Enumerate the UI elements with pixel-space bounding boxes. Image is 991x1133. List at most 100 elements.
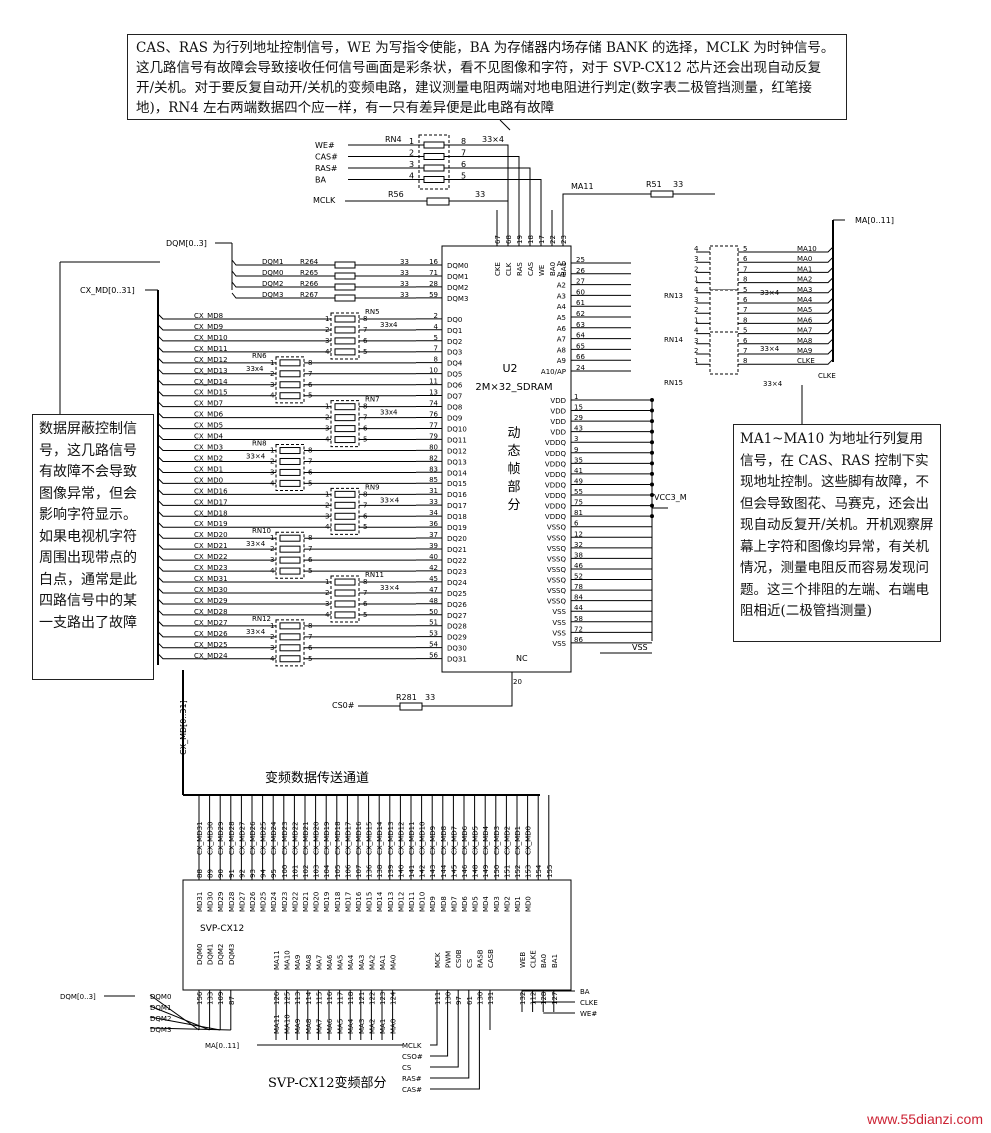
addr-wire (696, 338, 834, 345)
addr-rn-pin: 2 (694, 265, 698, 273)
data-signal-label: CX_MD16 (194, 487, 228, 495)
md-pin-number: 90 (217, 869, 225, 878)
md-pin-signal: MD17 (344, 892, 352, 912)
data-rn-pin: 3 (325, 425, 329, 433)
power-pin-signal: VSSQ (547, 577, 567, 585)
data-signal-label: CX_MD19 (194, 520, 228, 528)
data-rn-name: RN9 (365, 483, 380, 491)
left-pin-number: 5 (434, 334, 438, 342)
power-pin-signal: VDD (550, 397, 566, 405)
left-pin-number: 39 (429, 542, 438, 550)
data-rn-name: RN8 (252, 440, 267, 448)
md-pin-signal: MD1 (514, 896, 522, 912)
data-signal-label: CX_MD8 (194, 312, 223, 320)
data-rn-pin: 5 (363, 611, 367, 619)
data-signal-label: CX_MD4 (194, 433, 224, 441)
md-pin-net: CX_MD30 (207, 821, 215, 855)
left-pin-signal: DQ18 (447, 513, 467, 521)
rn14-value: 33×4 (760, 345, 780, 353)
power-pin-number: 81 (574, 509, 583, 517)
svp-dqm-signal: DQM1 (207, 944, 215, 965)
data-wire (157, 653, 416, 660)
dqm-resistor-name: R267 (300, 291, 318, 299)
addr-rn-pin: 6 (743, 337, 748, 345)
left-pin-signal: DQ15 (447, 480, 467, 488)
data-signal-label: CX_MD0 (194, 476, 223, 484)
data-rn-pin: 2 (325, 326, 329, 334)
power-pin-number: 1 (574, 393, 578, 401)
data-rn-pin: 1 (270, 534, 274, 542)
svp-ma-signal: MA9 (294, 955, 302, 970)
md-pin-number: 142 (419, 865, 427, 878)
svp-dqm-out-label: DQM1 (150, 1004, 171, 1012)
md-pin-net: CX_MD12 (397, 821, 405, 855)
svp-misc-out-label: BA (580, 988, 590, 996)
left-pin-signal: DQM2 (447, 284, 468, 292)
data-rn-pin: 3 (270, 381, 274, 389)
md-pin-net: CX_MD9 (429, 826, 437, 855)
data-signal-label: CX_MD22 (194, 553, 228, 561)
data-signal-label: CX_MD17 (194, 498, 228, 506)
left-pin-number: 48 (429, 597, 438, 605)
addr-pin-number: 24 (576, 364, 585, 372)
svp-ma-signal: MA10 (284, 950, 292, 970)
rn4-resistor (423, 164, 445, 172)
addr-pin-number: 66 (576, 353, 585, 361)
data-rn-pin: 7 (363, 326, 367, 334)
rn4-pin-number: 1 (409, 137, 414, 146)
addr-rn-pin: 8 (743, 276, 747, 284)
power-pin-signal: VDD (550, 408, 566, 416)
power-pin-signal: VDDQ (545, 503, 567, 511)
data-rn-pin: 4 (270, 567, 275, 575)
left-pin-signal: DQ17 (447, 502, 467, 510)
power-pin-number: 3 (574, 435, 578, 443)
svp-ma-out-label: MA7 (315, 1019, 323, 1034)
left-pin-number: 34 (429, 509, 438, 517)
power-pin-signal: VSSQ (547, 598, 567, 606)
md-pin-net: CX_MD20 (313, 821, 321, 855)
data-rn-pin: 3 (325, 600, 329, 608)
left-pin-number: 85 (429, 476, 438, 484)
rn4-pin-number: 6 (461, 160, 466, 169)
note-dqm-signals: 数据屏蔽控制信号，这几路信号有故障不会导致图像异常，但会影响字符显示。如果电视机… (32, 414, 154, 680)
rn4-pin-number: 8 (461, 137, 466, 146)
data-rn-name: RN10 (252, 527, 271, 535)
data-rn-resistor (279, 545, 301, 553)
md-pin-number: 141 (408, 865, 416, 878)
svp-ma-signal: MA0 (390, 955, 398, 970)
data-rn-resistor (279, 392, 301, 400)
rn4-signal-label: WE# (315, 141, 335, 150)
left-pin-number: 71 (429, 269, 438, 277)
data-rn-pin: 1 (325, 490, 329, 498)
svp-ctrl-out-label: CSO# (402, 1053, 423, 1061)
rn4-value: 33×4 (482, 135, 504, 144)
left-pin-number: 28 (429, 280, 438, 288)
rn4-signal-label: CAS# (315, 153, 338, 162)
addr-signal-label: MA4 (797, 296, 813, 304)
addr-rn-pin: 3 (694, 337, 698, 345)
svp-ctrl-out-wire (430, 1030, 438, 1046)
data-rn-pin: 4 (325, 523, 330, 531)
data-rn-resistor (334, 403, 356, 411)
svp-ma-number: 124 (390, 991, 398, 1005)
nc-label: NC (516, 654, 528, 663)
power-pin-number: 49 (574, 477, 583, 485)
rn4-signal-label: RAS# (315, 164, 338, 173)
addr-wire (696, 267, 834, 273)
data-signal-label: CX_MD20 (194, 531, 228, 539)
power-pin-signal: VSSQ (547, 587, 567, 595)
data-rn-pin: 6 (363, 337, 368, 345)
power-pin-signal: VSS (552, 640, 566, 648)
md-pin-signal: MD16 (355, 891, 363, 912)
svp-misc-signal: CLKE (530, 950, 538, 968)
svp-ma-number: 122 (368, 992, 376, 1005)
md-pin-signal: MD9 (429, 896, 437, 912)
rn4-out-wire (444, 144, 509, 210)
svp-ctrl-out-label: CAS# (402, 1086, 422, 1094)
dqm-bus-label: DQM[0..3] (166, 239, 207, 248)
top-pin-signal: RAS (516, 262, 524, 276)
left-pin-signal: DQ31 (447, 656, 467, 664)
clke-label: CLKE (818, 372, 836, 380)
left-pin-number: 16 (429, 258, 438, 266)
dqm-signal-label: DQM2 (262, 280, 283, 288)
